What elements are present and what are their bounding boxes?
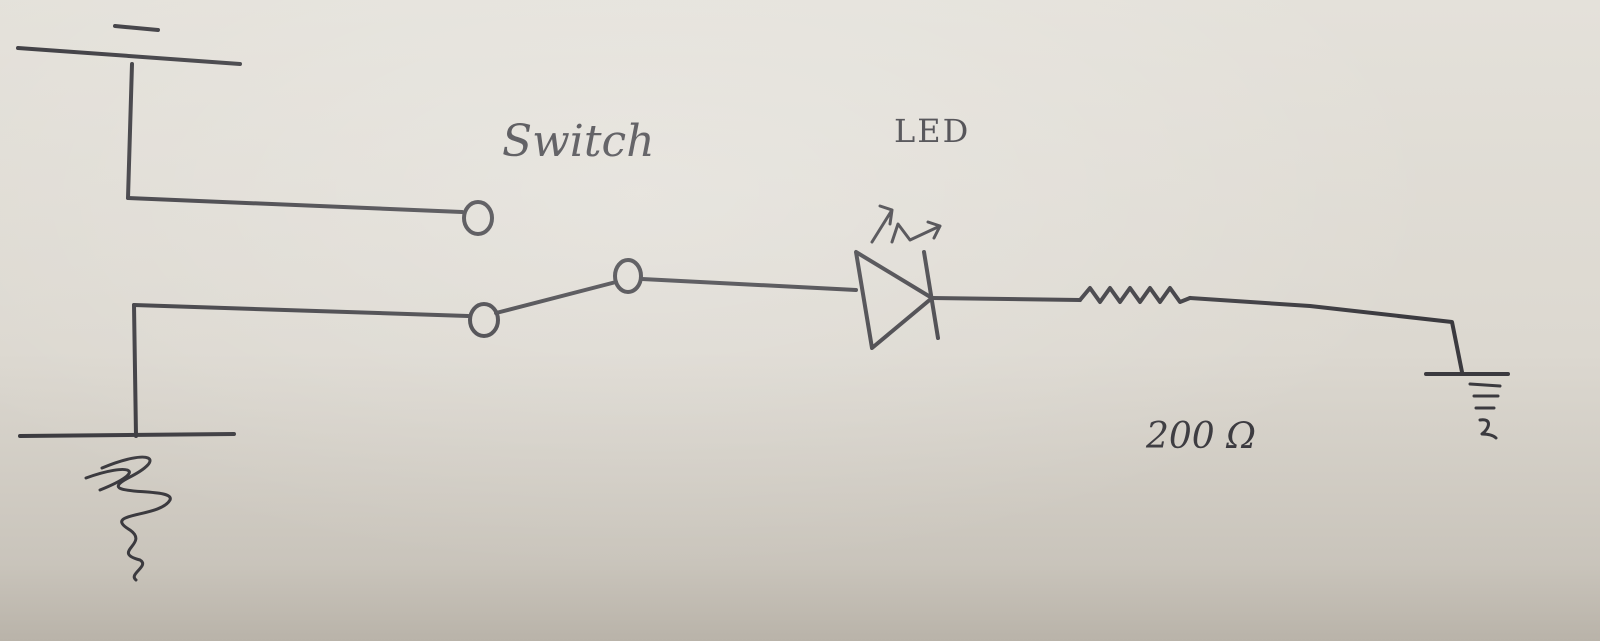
bottom-rail-scribble-stroke xyxy=(84,468,131,492)
ground-line-2 xyxy=(1468,382,1502,388)
switch-lever xyxy=(494,280,618,315)
resistor-label: 200 Ω xyxy=(1145,416,1256,457)
wire-led-to-resistor xyxy=(930,296,1082,302)
wire-resistor-to-ground xyxy=(1188,296,1464,374)
ground xyxy=(1424,372,1510,440)
led-arrow-right xyxy=(890,220,942,244)
switch-label: Switch xyxy=(502,116,655,167)
resistor-zigzag xyxy=(1078,286,1192,304)
switch-upper-terminal xyxy=(462,200,494,236)
bottom-rail-horizontal-wire xyxy=(132,303,470,318)
top-rail-minus-mark xyxy=(113,24,160,32)
led-arrow-left xyxy=(870,204,894,244)
resistor: 200 Ω xyxy=(1078,286,1256,457)
bottom-rail xyxy=(18,303,470,582)
switch-output-terminal xyxy=(613,258,643,294)
switch: Switch xyxy=(462,116,655,338)
led-label: LED xyxy=(894,112,970,150)
top-rail xyxy=(16,24,464,214)
led: LED xyxy=(854,112,970,350)
led-cathode-bar xyxy=(922,250,940,340)
top-rail-horizontal-wire xyxy=(126,196,464,214)
wire-switch-to-led xyxy=(640,277,858,292)
switch-lower-terminal xyxy=(468,302,500,338)
bottom-rail-scribble xyxy=(100,455,172,582)
bottom-rail-vertical-wire xyxy=(132,303,138,438)
ground-scribble xyxy=(1478,418,1498,440)
top-rail-vertical-wire xyxy=(126,62,134,200)
top-rail-plate xyxy=(16,46,242,66)
bottom-rail-plate xyxy=(18,432,236,438)
led-triangle xyxy=(854,250,934,350)
